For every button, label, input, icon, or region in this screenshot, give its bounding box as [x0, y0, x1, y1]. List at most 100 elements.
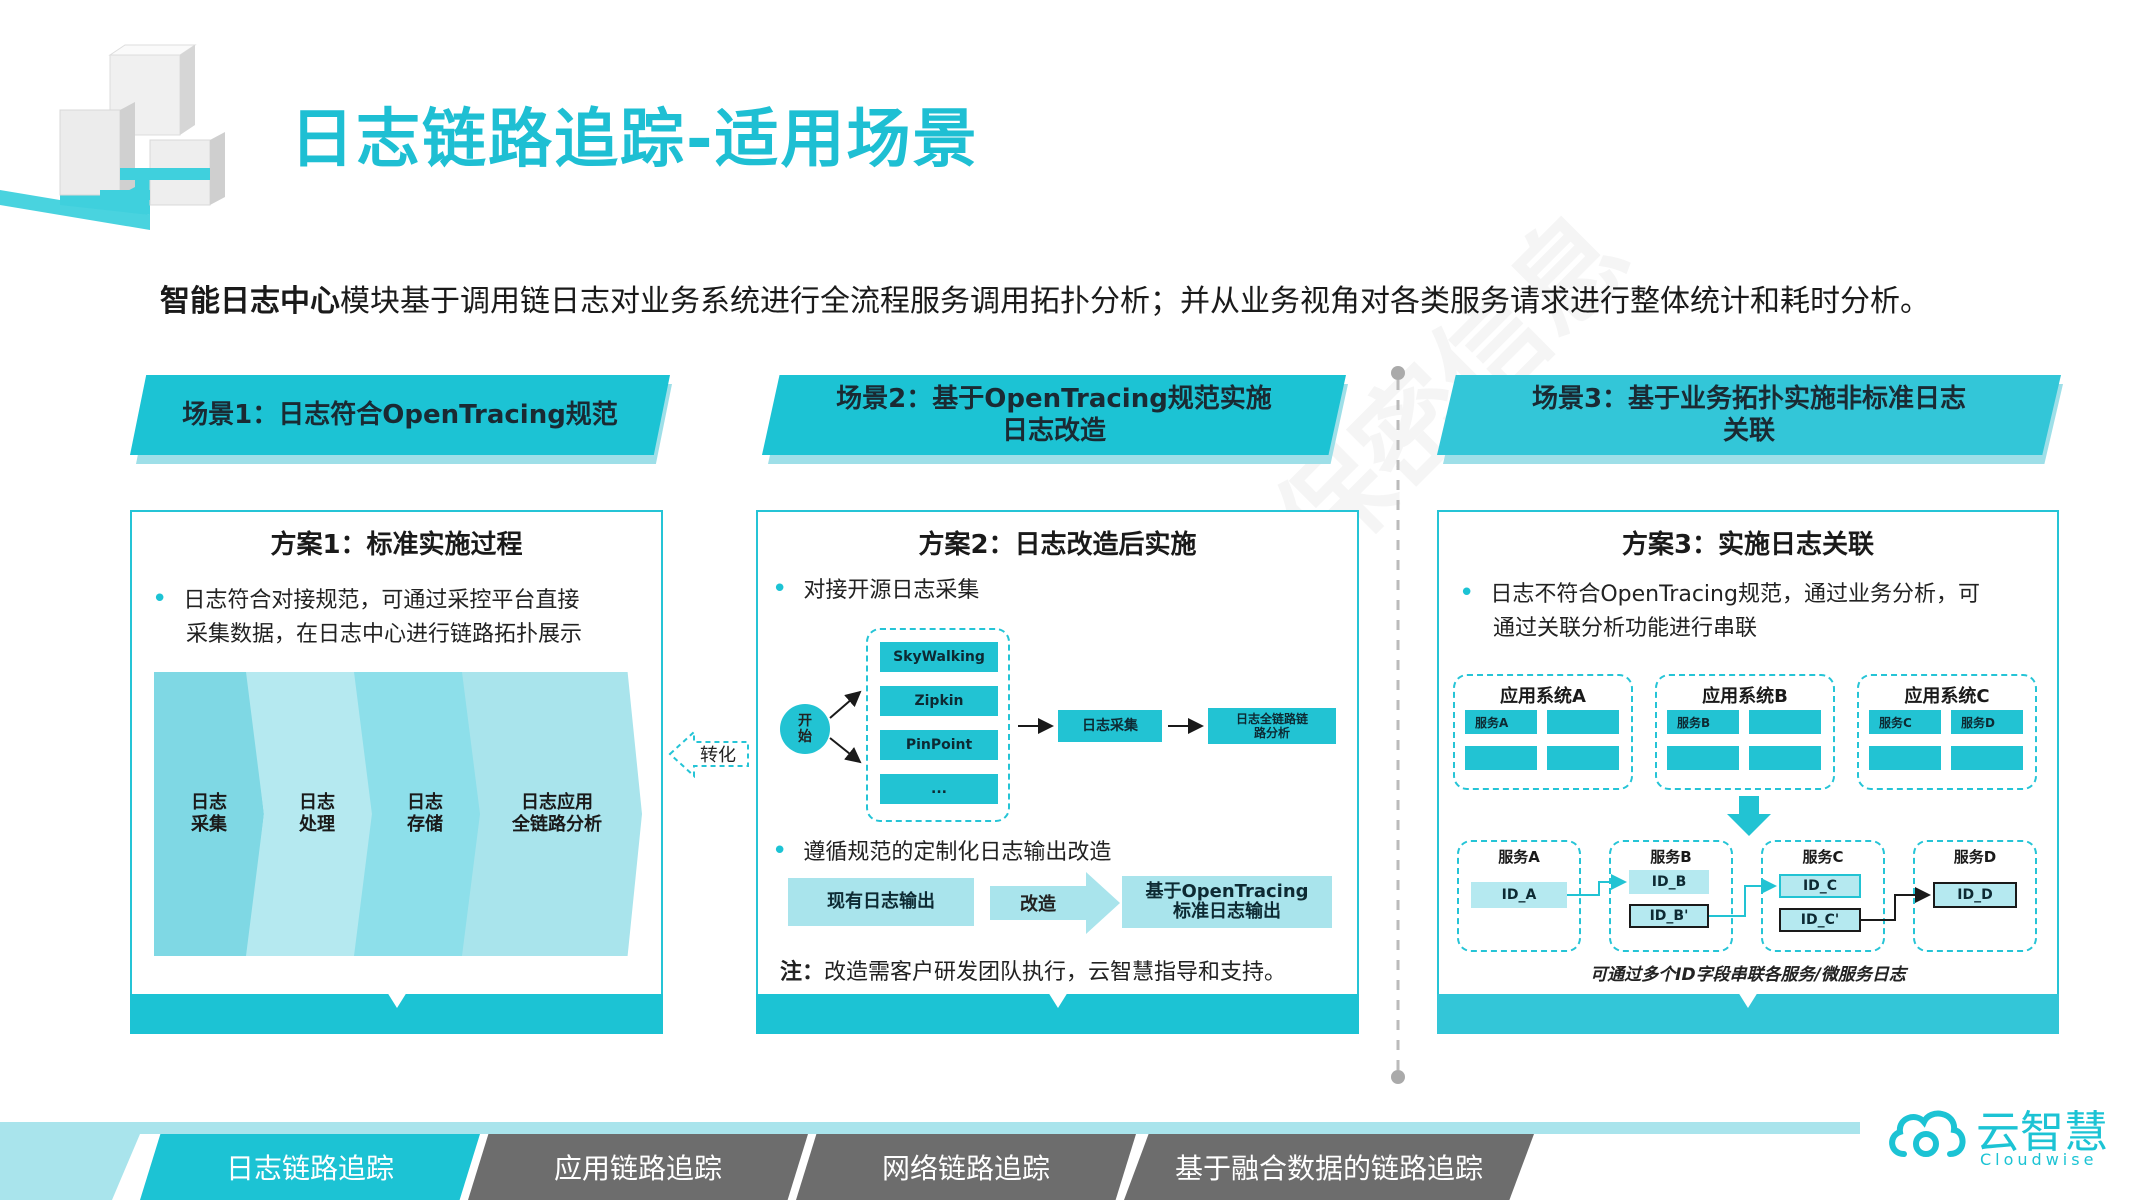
convert-label: 转化 — [700, 745, 736, 766]
system-a-block — [1465, 746, 1537, 770]
service-b-id2: ID_B' — [1629, 904, 1709, 928]
divider-line — [1391, 366, 1405, 1084]
logo-sub: Cloudwise — [1980, 1150, 2098, 1169]
system-a-block — [1547, 710, 1619, 734]
service-c-id2: ID_C' — [1779, 908, 1861, 932]
service-c-group — [1761, 840, 1885, 952]
system-b-title: 应用系统B — [1702, 686, 1788, 707]
scenario-2-line1: 场景2：基于OpenTracing规范实施 — [836, 384, 1272, 414]
panel-3-footer — [1437, 992, 2059, 1034]
system-b-block — [1667, 746, 1739, 770]
tab-strip-edge — [0, 1134, 140, 1200]
transform-arrow-icon — [990, 872, 1120, 934]
panel-2-bullet-2: •遵循规范的定制化日志输出改造 — [772, 836, 1112, 866]
system-c-svc-c: 服务C — [1869, 710, 1941, 734]
start-l1: 开 — [798, 713, 812, 729]
service-d-title: 服务D — [1953, 848, 1997, 866]
cloud-logo-icon — [1889, 1110, 1966, 1157]
scenario-3-line1: 场景3：基于业务拓扑实施非标准日志 — [1531, 384, 1967, 414]
service-b-title: 服务B — [1650, 848, 1692, 866]
panel-1-bullet: •日志符合对接规范，可通过采控平台直接 采集数据，在日志中心进行链路拓扑展示 — [152, 582, 582, 652]
scenario-banner-1: 场景1：日志符合OpenTracing规范 — [130, 375, 670, 455]
panel-scheme-1: 方案1：标准实施过程 •日志符合对接规范，可通过采控平台直接 采集数据，在日志中… — [130, 510, 663, 996]
source-pinpoint: PinPoint — [880, 730, 998, 760]
system-c-group — [1857, 674, 2037, 790]
panel-scheme-2: 方案2：日志改造后实施 •对接开源日志采集 开始 SkyWalking Zipk… — [756, 510, 1359, 996]
service-a-id: ID_A — [1471, 882, 1567, 908]
sources-group — [866, 628, 1010, 822]
intro-text: 智能日志中心模块基于调用链日志对业务系统进行全流程服务调用拓扑分析；并从业务视角… — [160, 276, 1930, 320]
step-1-l1: 日志 — [191, 792, 227, 813]
id-link-arrows — [1567, 874, 1931, 921]
source-more: ... — [880, 774, 998, 804]
transform-label: 改造 — [1020, 894, 1056, 915]
flow-arrows — [829, 690, 1204, 764]
log-collect-box: 日志采集 — [1058, 710, 1162, 742]
page-title: 日志链路追踪-适用场景 — [290, 103, 979, 177]
system-c-title: 应用系统C — [1904, 686, 1990, 707]
step-process: 日志处理 — [246, 672, 374, 956]
system-c-svc-d: 服务D — [1951, 710, 2023, 734]
service-d-id: ID_D — [1933, 882, 2017, 908]
scenario-banner-2: 场景2：基于OpenTracing规范实施日志改造 — [762, 375, 1346, 455]
start-l2: 始 — [798, 729, 812, 745]
panel-3-caption: 可通过多个ID字段串联各服务/微服务日志 — [1590, 965, 1906, 985]
service-b-id: ID_B — [1629, 870, 1709, 894]
service-b-group — [1609, 840, 1733, 952]
note-rest: 改造需客户研发团队执行，云智慧指导和支持。 — [824, 960, 1287, 985]
step-3-l1: 日志 — [407, 792, 443, 813]
scenario-1-line1: 场景1：日志符合OpenTracing规范 — [182, 400, 618, 430]
step-store: 日志存储 — [354, 672, 482, 956]
down-arrow-icon — [1727, 796, 1771, 836]
panel-2-title: 方案2：日志改造后实施 — [918, 530, 1197, 560]
panel-1-bullet-line1: 日志符合对接规范，可通过采控平台直接 — [183, 588, 580, 613]
panel-2-bullet-1: •对接开源日志采集 — [772, 574, 980, 604]
standard-l2: 标准日志输出 — [1172, 901, 1281, 922]
panel-2-bullet-1-text: 对接开源日志采集 — [803, 578, 980, 603]
tab-strip-line — [0, 1122, 1860, 1134]
tab-app-trace[interactable]: 应用链路追踪 — [468, 1134, 808, 1200]
step-3-l2: 存储 — [407, 814, 443, 835]
source-zipkin: Zipkin — [880, 686, 998, 716]
system-c-block — [1951, 746, 2023, 770]
tab-network-trace[interactable]: 网络链路追踪 — [796, 1134, 1136, 1200]
existing-output-box: 现有日志输出 — [788, 878, 974, 926]
system-a-svc: 服务A — [1465, 710, 1537, 734]
service-a-title: 服务A — [1498, 848, 1540, 866]
log-analysis-box: 日志全链路链路分析 — [1208, 708, 1336, 744]
cube-logo-graphic — [0, 44, 225, 230]
analysis-l2: 路分析 — [1253, 726, 1290, 740]
tab-fusion-trace[interactable]: 基于融合数据的链路追踪 — [1124, 1134, 1534, 1200]
panel-scheme-3: 方案3：实施日志关联 •日志不符合OpenTracing规范，通过业务分析，可 … — [1437, 510, 2059, 996]
step-2-l1: 日志 — [299, 792, 335, 813]
note-bold: 注： — [780, 960, 825, 985]
system-c-block — [1869, 746, 1941, 770]
convert-arrow-icon — [668, 730, 749, 778]
service-c-id: ID_C — [1779, 874, 1861, 898]
panel-3-bullet-line1: 日志不符合OpenTracing规范，通过业务分析，可 — [1490, 582, 1980, 607]
step-1-l2: 采集 — [191, 814, 227, 835]
system-a-group — [1453, 674, 1633, 790]
panel-3-title: 方案3：实施日志关联 — [1621, 530, 1875, 560]
system-a-title: 应用系统A — [1500, 686, 1586, 707]
source-skywalking: SkyWalking — [880, 642, 998, 672]
panel-2-bullet-2-text: 遵循规范的定制化日志输出改造 — [803, 840, 1112, 865]
analysis-l1: 日志全链路链 — [1235, 712, 1308, 726]
step-collect: 日志采集 — [154, 672, 264, 956]
step-4-l2: 全链路分析 — [512, 814, 602, 835]
panel-3-bullet-line2: 通过关联分析功能进行串联 — [1493, 616, 1758, 641]
panel-2-note: 注：改造需客户研发团队执行，云智慧指导和支持。 — [780, 954, 1286, 986]
logo-name: 云智慧 — [1976, 1107, 2108, 1158]
system-b-block — [1749, 746, 1821, 770]
panel-1-bullet-line2: 采集数据，在日志中心进行链路拓扑展示 — [186, 622, 583, 647]
tab-log-trace[interactable]: 日志链路追踪 — [140, 1134, 480, 1200]
standard-l1: 基于OpenTracing — [1145, 881, 1309, 902]
system-b-block — [1749, 710, 1821, 734]
panel-2-footer — [756, 992, 1359, 1034]
intro-bold: 智能日志中心 — [160, 284, 340, 319]
panel-1-title: 方案1：标准实施过程 — [270, 530, 523, 560]
scenario-3-line2: 关联 — [1722, 416, 1775, 446]
service-c-title: 服务C — [1802, 848, 1844, 866]
scenario-banner-3: 场景3：基于业务拓扑实施非标准日志关联 — [1437, 375, 2061, 455]
